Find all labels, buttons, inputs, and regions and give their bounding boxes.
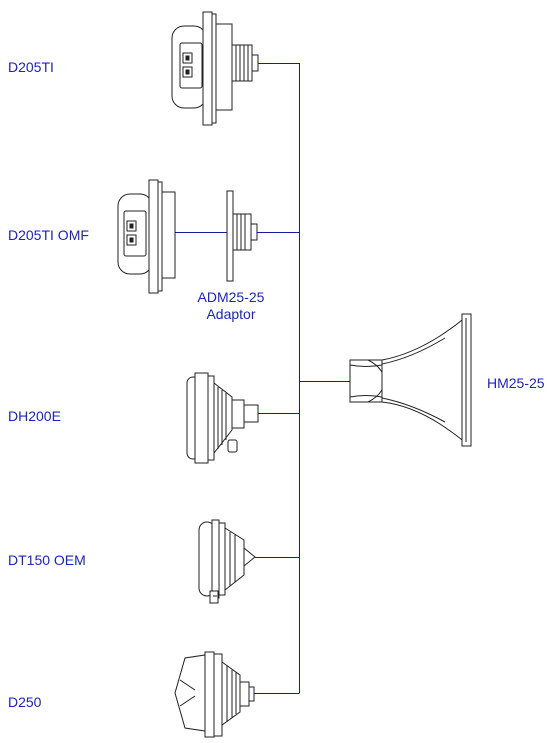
d250-driver-drawing	[174, 651, 255, 738]
d205ti-driver-drawing	[171, 11, 259, 126]
label-dh200e: DH200E	[8, 408, 61, 424]
label-dt150-oem: DT150 OEM	[8, 552, 86, 568]
label-d205ti-omf: D205TI OMF	[8, 227, 89, 243]
dh200e-driver-drawing	[186, 372, 259, 464]
label-d250: D250	[8, 694, 42, 710]
adm25-25-adaptor-drawing	[226, 190, 258, 282]
dt150-oem-driver-drawing	[198, 519, 256, 604]
label-adm25-25-model: ADM25-25	[197, 289, 265, 305]
label-adm25-25-adaptor: Adaptor	[206, 306, 256, 322]
hm25-25-horn-drawing	[349, 313, 472, 447]
d205ti-omf-driver-drawing	[117, 179, 176, 294]
label-adm25-25: ADM25-25 Adaptor	[186, 289, 276, 323]
label-d205ti: D205TI	[8, 59, 54, 75]
label-hm25-25: HM25-25	[487, 375, 545, 391]
